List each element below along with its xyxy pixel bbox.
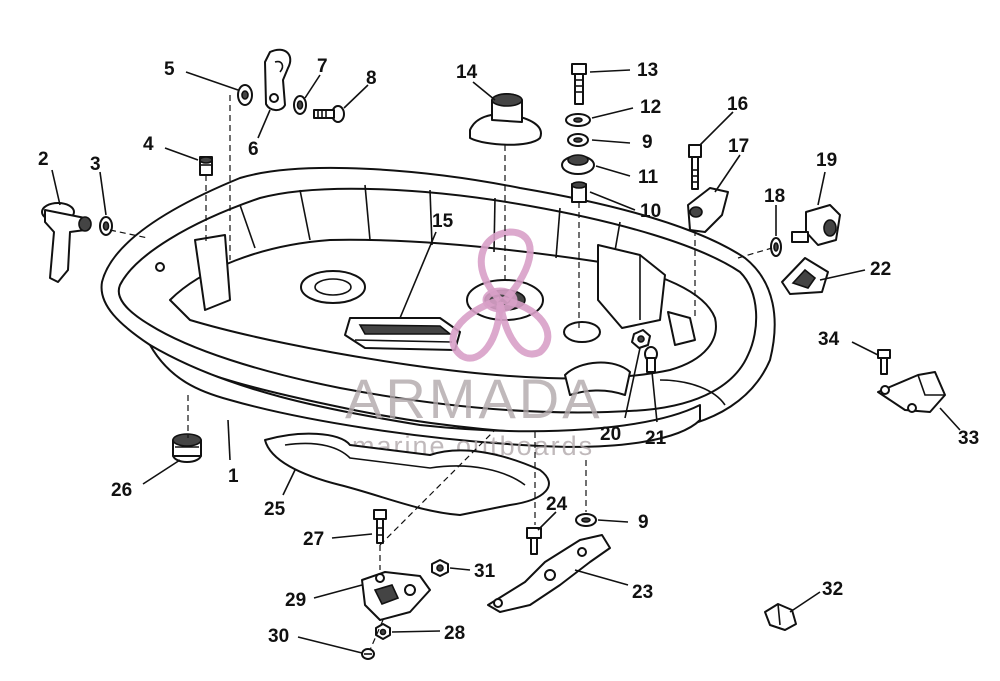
washer-3-part [99,216,113,236]
nut-20-part [631,329,651,349]
bolt-24-part [526,527,542,555]
callout-9-lower: 9 [638,512,649,533]
callout-25: 25 [264,499,286,520]
washer-18-part [770,237,782,257]
spacer-10-part [571,181,587,203]
callout-21: 21 [645,428,667,449]
bracket-17-part [687,187,729,233]
screw-30-part [361,648,375,660]
throttle-lever-part [41,202,92,283]
fuel-connector-part [791,204,841,246]
bracket-33-part [877,371,946,413]
callout-31: 31 [474,561,496,582]
callout-20: 20 [600,424,621,445]
callout-11: 11 [638,167,659,188]
callout-6: 6 [248,139,259,160]
callout-22: 22 [870,259,891,280]
support-bracket-part [487,534,611,613]
callout-23: 23 [632,582,653,603]
screw-21-part [644,346,658,373]
bracket-29-part [361,571,431,621]
grommet-11-part [561,154,595,175]
bolt-27-part [373,509,387,544]
callout-28: 28 [444,623,465,644]
bolt-16-part [688,144,702,190]
callout-5: 5 [164,59,175,80]
callout-26: 26 [111,480,132,501]
callout-1: 1 [228,466,239,487]
callout-15: 15 [432,211,454,232]
lock-nut-28-part [375,623,391,640]
leader-lines [51,69,961,654]
callout-32: 32 [822,579,843,600]
callout-19: 19 [816,150,837,171]
callout-24: 24 [546,494,568,515]
assembly-lines [109,95,773,651]
callout-10: 10 [640,201,661,222]
bolt-13-part [571,63,587,105]
callout-4: 4 [143,134,154,155]
callout-27: 27 [303,529,324,550]
watermark-brand: ARMADA [345,367,603,430]
armada-logo-mark [449,228,552,362]
callout-17: 17 [728,136,749,157]
callout-2: 2 [38,149,49,170]
fuel-clip-part [781,257,829,295]
bottom-seal-part [264,432,550,516]
washer-12-part [565,113,591,127]
callout-8: 8 [366,68,377,89]
washer-9-lower-part [575,513,597,527]
clip-32-part [764,603,797,631]
callout-12: 12 [640,97,661,118]
seal-strip-part [344,317,461,351]
callout-7: 7 [317,56,328,77]
lock-washer-part [293,95,307,115]
callout-30: 30 [268,626,289,647]
callout-34: 34 [818,329,840,350]
shift-boot-part [469,93,542,146]
callout-13: 13 [637,60,658,81]
nut-31-part [431,559,449,577]
callout-labels: 1 2 3 4 5 6 7 8 9 9 10 11 12 13 14 15 16… [38,56,979,647]
washer-9-upper-part [567,133,589,147]
screw-8-part [313,105,345,123]
callout-29: 29 [285,590,306,611]
callout-3: 3 [90,154,101,175]
callout-14: 14 [456,62,478,83]
latch-hook-part [264,48,292,112]
bolt-34-part [877,349,891,375]
callout-18: 18 [764,186,785,207]
nipple-4-part [199,156,213,176]
grommet-26-part [172,433,202,463]
callout-16: 16 [727,94,748,115]
callout-9-upper: 9 [642,132,653,153]
lower-cowl-part [100,167,776,448]
callout-33: 33 [958,428,979,449]
washer-5-part [237,84,253,106]
